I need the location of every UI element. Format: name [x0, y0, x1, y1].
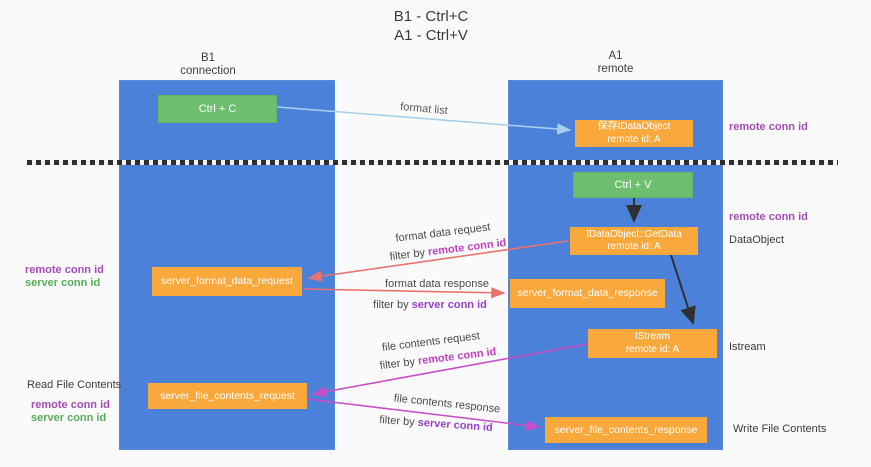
title-line-1: B1 - Ctrl+C: [393, 8, 469, 25]
filter-by-text: filter by: [379, 355, 419, 373]
ctrl-c-node: Ctrl + C: [158, 95, 277, 123]
copy-paste-separator: [27, 160, 838, 165]
file-response-node: server_file_contents_response: [545, 417, 707, 443]
remote-conn-id-key: remote conn id: [417, 345, 497, 368]
istream-line2: remote id: A: [625, 343, 680, 355]
left-conn-id-block-mid: remote conn id server conn id: [25, 264, 104, 290]
filter-by-text: filter by: [373, 299, 412, 311]
istream-node: IStream remote id: A: [588, 329, 717, 358]
filter-by-text: filter by: [389, 246, 429, 264]
left-server-conn-id-mid: server conn id: [25, 277, 101, 289]
ctrl-v-node: Ctrl + V: [573, 172, 693, 198]
format-request-node: server_format_data_request: [152, 267, 302, 296]
istream-side-label: Istream: [729, 341, 766, 353]
file-response-filter-label: filter by server conn id: [379, 414, 493, 434]
server-conn-id-key: server conn id: [417, 416, 494, 434]
filter-by-text: filter by: [378, 414, 419, 429]
lane-header-b1: B1 connection: [100, 52, 316, 78]
dataobject-label: DataObject: [729, 234, 785, 246]
format-request-label: server_format_data_request: [161, 275, 293, 288]
right-remote-conn-id-top: remote conn id: [729, 121, 808, 133]
ctrl-v-label: Ctrl + V: [614, 178, 652, 191]
file-response-edge-label: file contents response: [393, 392, 501, 416]
lane-b1-role: connection: [180, 65, 236, 77]
ctrl-c-label: Ctrl + C: [198, 102, 237, 115]
file-response-label: server_file_contents_response: [554, 423, 698, 436]
write-file-contents-label: Write File Contents: [733, 423, 827, 435]
format-response-node: server_format_data_response: [510, 279, 665, 308]
title-line-2: A1 - Ctrl+V: [394, 27, 468, 44]
file-request-label: server_file_contents_request: [160, 389, 295, 402]
diagram-title: B1 - Ctrl+C A1 - Ctrl+V: [0, 7, 862, 45]
left-server-conn-id-bottom: server conn id: [31, 412, 107, 424]
format-response-edge-label: format data response: [385, 278, 489, 290]
right-remote-conn-id-mid: remote conn id: [729, 211, 808, 223]
file-request-node: server_file_contents_request: [148, 383, 307, 409]
format-list-edge-label: format list: [399, 100, 449, 118]
left-conn-id-block-bottom: remote conn id server conn id: [31, 399, 110, 425]
save-dataobject-node: 保存IDataObject remote id: A: [575, 120, 693, 147]
lane-header-a1: A1 remote: [508, 50, 723, 76]
lane-b1-name: B1: [200, 52, 216, 64]
save-dataobject-line1: 保存IDataObject: [597, 121, 671, 132]
save-dataobject-line2: remote id: A: [607, 133, 661, 145]
format-response-label: server_format_data_response: [517, 287, 658, 300]
format-response-filter-label: filter by server conn id: [373, 299, 487, 311]
lane-a1-role: remote: [597, 63, 634, 75]
getdata-line1: IDataObject::GetData: [586, 228, 682, 240]
left-remote-conn-id-bottom: remote conn id: [31, 399, 110, 411]
getdata-node: IDataObject::GetData remote id: A: [570, 227, 698, 255]
read-file-contents-label: Read File Contents: [27, 379, 122, 391]
istream-line1: IStream: [634, 331, 670, 342]
server-conn-id-key: server conn id: [411, 299, 487, 311]
remote-conn-id-key: remote conn id: [427, 236, 507, 259]
left-remote-conn-id-mid: remote conn id: [25, 264, 104, 276]
lane-a1-name: A1: [608, 50, 623, 62]
getdata-line2: remote id: A: [607, 241, 661, 252]
